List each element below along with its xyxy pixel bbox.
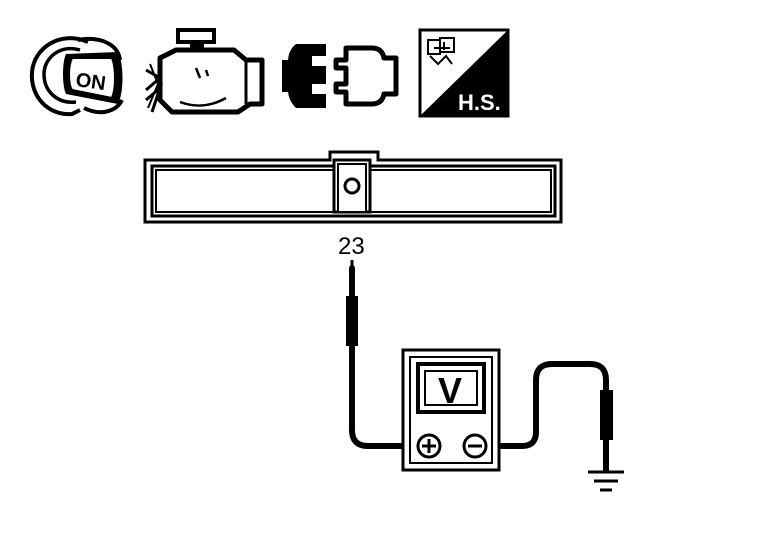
ignition-on-icon: ON	[29, 36, 124, 117]
connector-body	[143, 150, 563, 224]
engine-stopped-icon	[145, 28, 265, 115]
terminal-pin	[343, 177, 361, 195]
test-lead-wires	[349, 265, 609, 473]
disconnect-connector-icon	[282, 44, 399, 108]
terminal-number-label: 23	[338, 233, 365, 260]
harness-sub-connector-icon: H.S.	[418, 28, 510, 118]
ground-test-probe	[600, 390, 613, 440]
voltmeter: V	[401, 348, 501, 472]
harness-hs-label: H.S.	[458, 90, 501, 115]
ignition-on-label: ON	[74, 69, 107, 95]
positive-test-probe	[346, 260, 358, 346]
voltmeter-display-label: V	[438, 370, 462, 411]
ground-symbol-icon	[588, 440, 624, 492]
